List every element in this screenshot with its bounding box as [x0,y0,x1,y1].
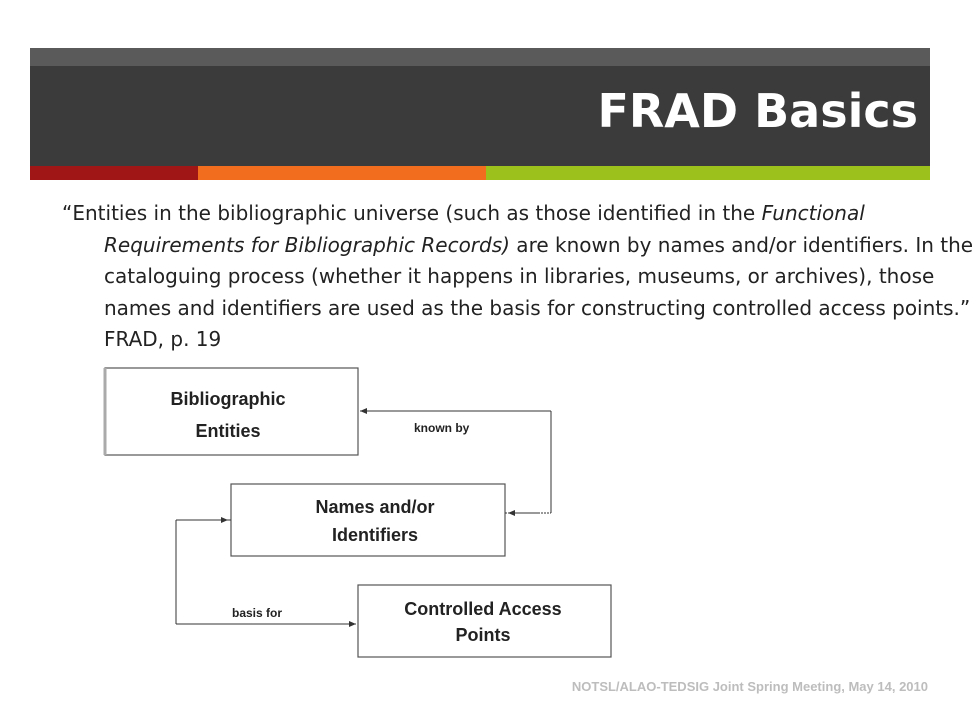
node-controlled-access-points-line2: Points [455,625,510,645]
edge-known-by-label: known by [414,421,470,435]
accent-strip-green [486,166,930,180]
node-bibliographic-entities-line2: Entities [195,421,260,441]
edge-known-by: known by [360,408,552,516]
slide-title: FRAD Basics [597,84,918,138]
accent-strip-red [30,166,198,180]
node-names-identifiers-line1: Names and/or [315,497,434,517]
quote-text-start: “Entities in the bibliographic universe … [62,201,762,225]
title-top-strip [30,48,930,66]
node-controlled-access-points: Controlled Access Points [357,584,612,658]
quote-text-end: are known by names and/or identifiers. I… [104,232,974,352]
title-bar: FRAD Basics [30,66,930,166]
node-bibliographic-entities: Bibliographic Entities [103,367,359,456]
node-names-identifiers-line2: Identifiers [332,525,418,545]
footer-text: NOTSL/ALAO-TEDSIG Joint Spring Meeting, … [571,679,928,694]
node-controlled-access-points-line1: Controlled Access [404,599,561,619]
node-names-identifiers: Names and/or Identifiers [230,483,506,557]
edge-basis-for-label: basis for [232,606,282,620]
accent-strip-orange [198,166,486,180]
quote-paragraph: “Entities in the bibliographic universe … [62,198,979,356]
node-bibliographic-entities-line1: Bibliographic [170,389,285,409]
quote-italic-title: Functional Requirements for Bibliographi… [104,201,865,257]
edge-basis-for: basis for [175,517,356,627]
